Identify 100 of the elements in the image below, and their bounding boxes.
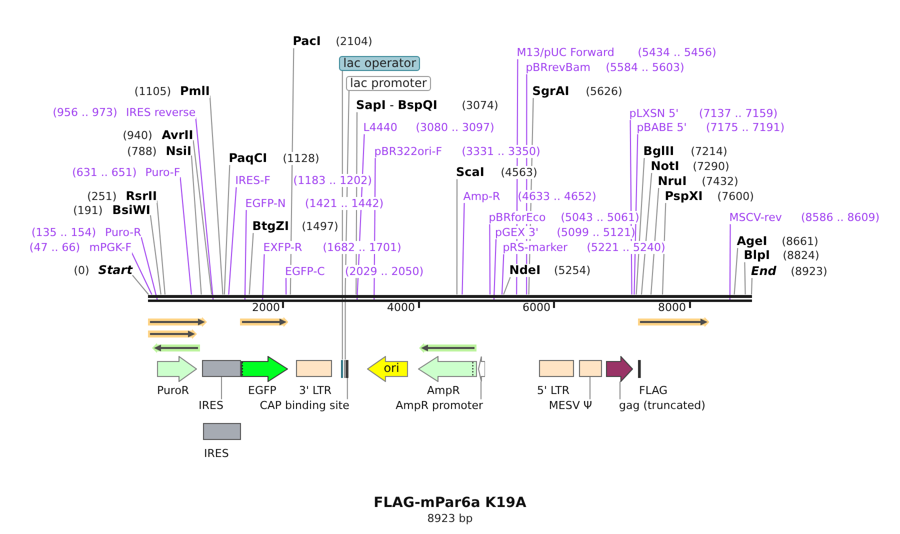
feature-label: AmpR [427, 384, 460, 396]
enzyme-name: AvrII [162, 129, 194, 142]
leader-line [286, 277, 287, 295]
enzyme-name: BlpI [744, 249, 770, 262]
primer-bar [152, 342, 200, 353]
primer-position: (3080 .. 3097) [416, 121, 494, 134]
leader-line [650, 187, 660, 295]
leader-line [221, 376, 222, 400]
enzyme-name: NruI [658, 174, 687, 188]
feature-label: PuroR [157, 384, 190, 396]
scale-label: 6000 [522, 301, 550, 314]
primer-name: pLXSN 5' [629, 106, 679, 120]
site-position: (940) [122, 129, 152, 142]
leader-line [209, 95, 224, 295]
sequence-start-label: Start [98, 264, 132, 278]
primer-name: Puro-F [145, 166, 180, 180]
site-position: (5254) [554, 264, 591, 278]
primer-position: (8586 .. 8609) [801, 211, 880, 224]
leader-line [729, 224, 731, 302]
primer-position: (2029 .. 2050) [345, 264, 424, 278]
enzyme-name: PacI [292, 35, 321, 48]
feature-mark [346, 360, 349, 378]
primer-name: L4440 [363, 121, 398, 134]
site-position: (251) [87, 190, 117, 202]
leader-line [462, 202, 465, 295]
primer-position: (5584 .. 5603) [606, 61, 684, 74]
leader-line [190, 155, 202, 295]
site-position: (2104) [336, 35, 372, 48]
enzyme-name: PspXI [664, 190, 703, 202]
site-position: (8661) [782, 234, 818, 248]
leader-line [636, 157, 645, 295]
enzyme-name: BtgZI [252, 220, 289, 232]
feature-label: ori [384, 362, 400, 375]
primer-name: pBABE 5' [636, 121, 687, 134]
feature-mark [344, 360, 346, 378]
primer-name: IRES-F [235, 174, 270, 188]
primer-position: (135 .. 154) [31, 226, 96, 240]
leader-line [480, 381, 482, 400]
scale-label: 4000 [387, 301, 415, 314]
site-position: (1128) [282, 152, 320, 165]
primer-bar [419, 342, 476, 353]
primer-bar [638, 316, 709, 327]
feature-label: 3' LTR [299, 384, 332, 396]
feature-label: EGFP [248, 384, 276, 396]
primer-name: pGEX 3' [495, 226, 539, 240]
primer-name: M13/pUC Forward [516, 46, 614, 60]
primer-position: (1421 .. 1442) [305, 196, 384, 210]
enzyme-name: SapI - BspQI [356, 99, 438, 112]
enzyme-name: NdeI [509, 264, 541, 278]
scale-label: 2000 [252, 301, 280, 314]
leader-line [156, 200, 166, 295]
leader-line [244, 209, 247, 302]
primer-position: (5221 .. 5240) [586, 241, 666, 254]
enzyme-name: NotI [650, 160, 680, 172]
feature-label: AmpR promoter [396, 399, 483, 412]
primer-position: (956 .. 973) [52, 106, 118, 120]
primer-name: pBR322ori-F [374, 144, 442, 158]
feature-label: 5' LTR [537, 384, 570, 396]
enzyme-name: BsiWI [112, 204, 150, 218]
leader-line [131, 252, 152, 295]
leader-line [744, 262, 746, 295]
primer-name: Amp-R [463, 190, 500, 202]
site-position: (1497) [302, 220, 338, 232]
leader-line [228, 186, 237, 295]
leader-line [248, 232, 254, 295]
primer-bar [240, 316, 288, 327]
primer-name: EXFP-R [263, 241, 302, 254]
leader-line [641, 172, 652, 295]
primer-position: (5099 .. 5121) [556, 226, 636, 240]
site-position: (0) [74, 264, 90, 278]
primer-position: (1183 .. 1202) [293, 174, 372, 188]
feature-label: CAP binding site [260, 399, 350, 412]
leader-line [262, 254, 265, 302]
primer-name: pBRrevBam [526, 61, 590, 74]
feature-tag: lac promoter [346, 76, 431, 91]
site-position: (5626) [586, 84, 622, 98]
enzyme-name: PaqCI [228, 152, 268, 165]
site-position: (788) [127, 144, 157, 158]
diagram-title: FLAG-mPar6a K19A [374, 494, 526, 512]
enzyme-name: SgrAI [532, 84, 570, 98]
primer-position: (7137 .. 7159) [699, 106, 778, 120]
feature-block [606, 356, 633, 382]
leader-line [195, 116, 214, 302]
feature-label: FLAG [639, 384, 668, 396]
site-position: (7214) [690, 144, 728, 158]
primer-position: (5043 .. 5061) [560, 211, 640, 224]
primer-position: (4633 .. 4652) [518, 190, 596, 202]
enzyme-name: RsrII [126, 190, 157, 202]
leader-line [150, 214, 162, 295]
leader-line [132, 274, 149, 295]
enzyme-name: ScaI [456, 166, 484, 180]
feature-label: gag (truncated) [619, 399, 706, 412]
feature-box [579, 360, 602, 377]
feature-label: MESV Ψ [548, 399, 592, 412]
feature-label: IRES [198, 399, 224, 412]
leader-line [180, 176, 192, 295]
primer-position: (7175 .. 7191) [706, 121, 785, 134]
leader-line [751, 277, 752, 295]
leader-line [734, 247, 738, 295]
enzyme-name: AgeI [736, 234, 768, 248]
